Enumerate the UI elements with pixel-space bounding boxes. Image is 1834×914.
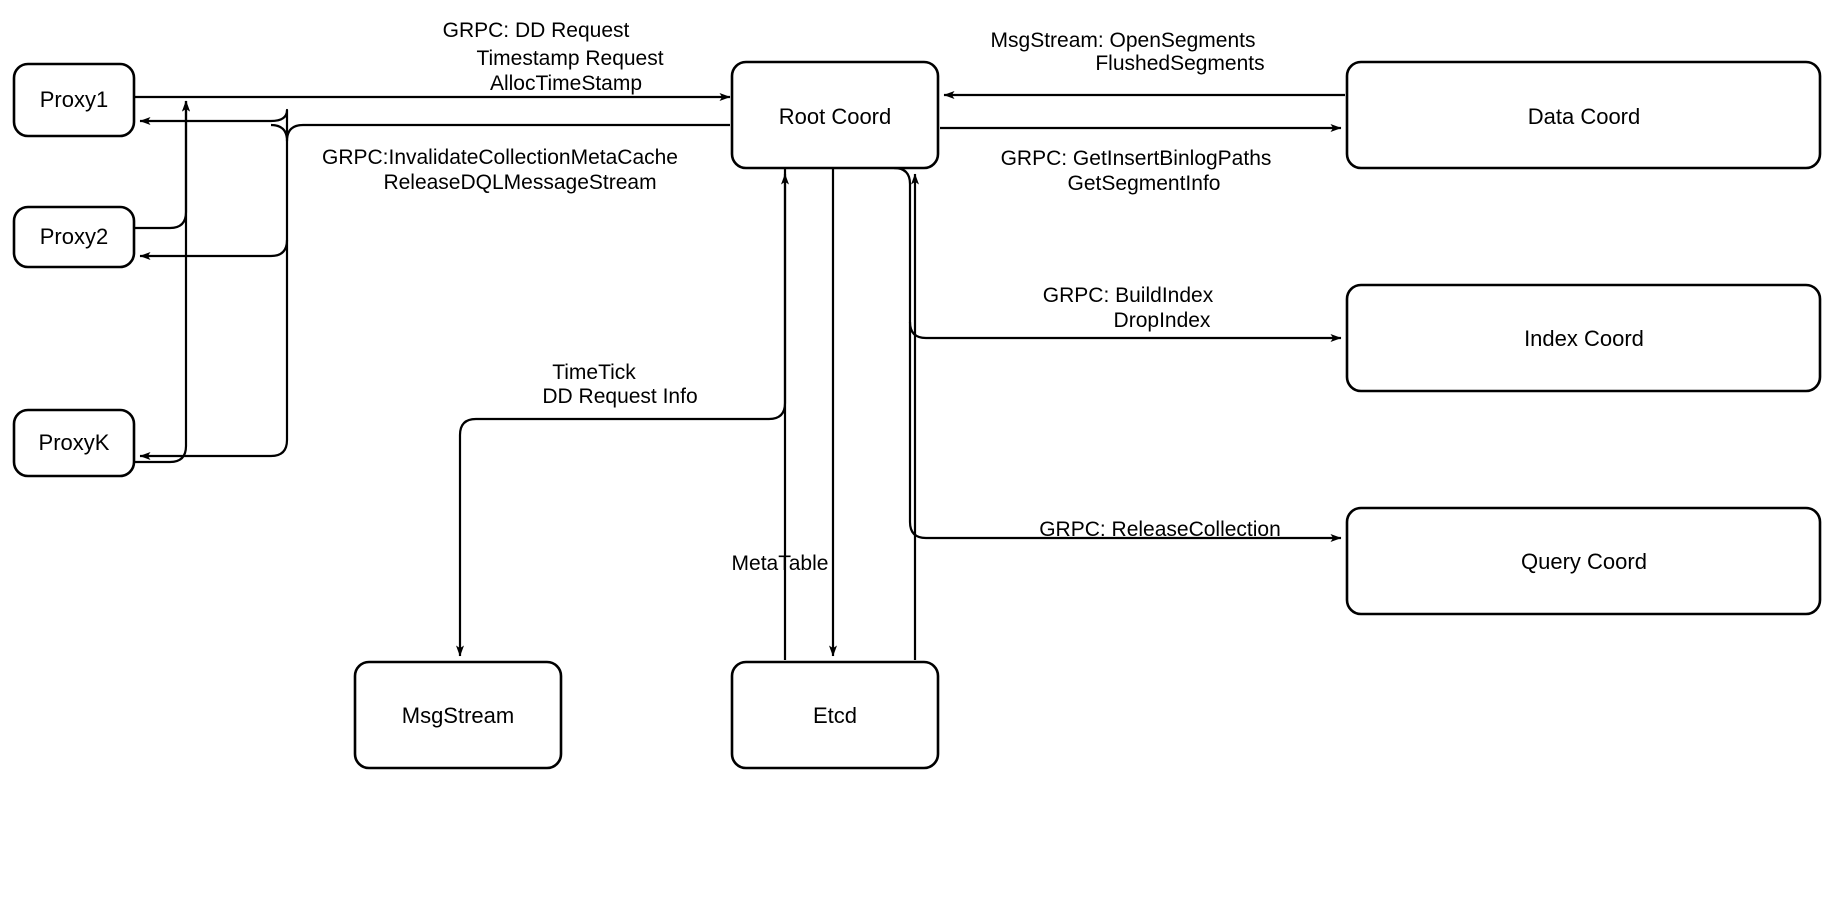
node-etcd-label: Etcd	[813, 703, 857, 728]
node-msgstream-label: MsgStream	[402, 703, 514, 728]
node-proxy2-label: Proxy2	[40, 224, 108, 249]
label-line: Timestamp Request	[476, 47, 663, 70]
node-datacoord[interactable]: Data Coord	[1345, 60, 1822, 170]
label-rootcoord-to-querycoord: GRPC: ReleaseCollection	[1039, 518, 1281, 541]
node-proxy1-label: Proxy1	[40, 87, 108, 112]
label-rootcoord-etcd: MetaTable	[732, 552, 829, 575]
edge-rootcoord-to-proxy1	[139, 108, 289, 143]
edge-rootcoord-to-querycoord	[908, 322, 1342, 542]
label-rootcoord-to-proxy: GRPC:InvalidateCollectionMetaCache Relea…	[322, 146, 678, 194]
label-line: TimeTick	[552, 361, 636, 384]
edge-rootcoord-to-msgstream	[456, 168, 787, 657]
node-etcd[interactable]: Etcd	[730, 660, 940, 770]
node-querycoord-shape[interactable]	[1345, 506, 1822, 616]
node-proxy1[interactable]: Proxy1	[12, 62, 136, 138]
node-proxyk-label: ProxyK	[39, 430, 110, 455]
node-rootcoord[interactable]: Root Coord	[730, 60, 940, 170]
label-line: GRPC: GetInsertBinlogPaths	[1001, 147, 1272, 170]
edges-layer	[134, 91, 1345, 660]
node-proxy1-shape[interactable]	[12, 62, 136, 138]
node-datacoord-shape[interactable]	[1345, 60, 1822, 170]
node-indexcoord[interactable]: Index Coord	[1345, 283, 1822, 393]
label-line: MetaTable	[732, 552, 829, 575]
nodes-layer: Proxy1 Proxy2 ProxyK Root Coord Data Coo…	[12, 60, 1822, 770]
label-line: ReleaseDQLMessageStream	[383, 171, 656, 194]
label-line: MsgStream: OpenSegments	[991, 29, 1256, 52]
node-etcd-shape[interactable]	[730, 660, 940, 770]
node-msgstream-shape[interactable]	[353, 660, 563, 770]
label-line: DD Request Info	[542, 385, 697, 408]
node-rootcoord-shape[interactable]	[730, 60, 940, 170]
node-proxy2[interactable]: Proxy2	[12, 205, 136, 269]
edge-rootcoord-to-proxies-trunk	[139, 123, 730, 460]
label-line: GRPC:InvalidateCollectionMetaCache	[322, 146, 678, 169]
node-proxyk-shape[interactable]	[12, 408, 136, 478]
label-line: GetSegmentInfo	[1068, 172, 1221, 195]
label-line: GRPC: ReleaseCollection	[1039, 518, 1281, 541]
label-line: AllocTimeStamp	[490, 72, 642, 95]
label-line: FlushedSegments	[1095, 52, 1264, 75]
label-line: DropIndex	[1114, 309, 1211, 332]
node-msgstream[interactable]: MsgStream	[353, 660, 563, 770]
label-rootcoord-to-indexcoord: GRPC: BuildIndex DropIndex	[1043, 284, 1214, 332]
label-rootcoord-to-datacoord: GRPC: GetInsertBinlogPaths GetSegmentInf…	[1001, 147, 1272, 195]
label-proxy-to-rootcoord: GRPC: DD Request Timestamp Request Alloc…	[443, 19, 664, 95]
edge-rootcoord-to-proxy2	[139, 239, 289, 260]
node-proxy2-shape[interactable]	[12, 205, 136, 269]
node-datacoord-label: Data Coord	[1528, 104, 1641, 129]
node-proxyk[interactable]: ProxyK	[12, 408, 136, 478]
label-line: GRPC: DD Request	[443, 19, 630, 42]
label-datacoord-to-rootcoord: MsgStream: OpenSegments FlushedSegments	[991, 29, 1265, 75]
node-indexcoord-label: Index Coord	[1524, 326, 1644, 351]
node-querycoord-label: Query Coord	[1521, 549, 1647, 574]
label-line: GRPC: BuildIndex	[1043, 284, 1214, 307]
edge-labels-layer: GRPC: DD Request Timestamp Request Alloc…	[322, 19, 1281, 575]
label-rootcoord-to-msgstream: TimeTick DD Request Info	[542, 361, 697, 408]
node-rootcoord-label: Root Coord	[779, 104, 892, 129]
node-indexcoord-shape[interactable]	[1345, 283, 1822, 393]
edge-proxyk-riser	[134, 100, 190, 464]
node-querycoord[interactable]: Query Coord	[1345, 506, 1822, 616]
